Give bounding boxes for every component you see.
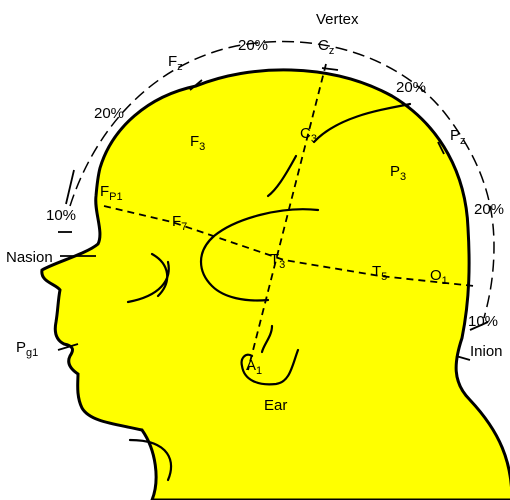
vertex-label: Vertex [316, 11, 359, 28]
pct-cz-pz: 20% [396, 79, 426, 96]
nasion-label: Nasion [6, 249, 53, 266]
pct-fz-cz: 20% [238, 37, 268, 54]
pct-nasion-fp1: 10% [46, 207, 76, 224]
electrode-fz: Fz [168, 53, 183, 73]
inion-label: Inion [470, 343, 503, 360]
electrode-pz: Pz [450, 127, 466, 147]
electrode-pg1: Pg1 [16, 339, 38, 359]
pct-o1-inion: 10% [468, 313, 498, 330]
head-silhouette [42, 70, 510, 500]
electrode-cz: Cz [318, 37, 334, 57]
pct-fp1-fz: 20% [94, 105, 124, 122]
ear-label: Ear [264, 397, 287, 414]
pct-pz-o1: 20% [474, 201, 504, 218]
